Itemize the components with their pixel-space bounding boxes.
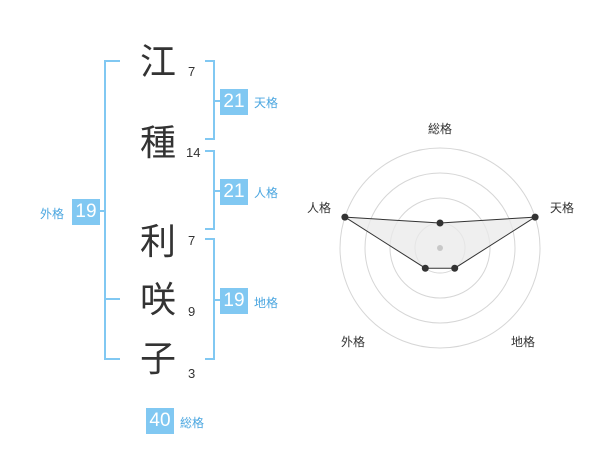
chikaku-score: 19 [220,288,248,314]
radar-point-1 [436,219,444,227]
stroke-count-2: 14 [186,145,201,160]
name-char-5: 子 [140,339,177,380]
radar-label-soukaku: 総格 [428,121,452,136]
stroke-count-1: 7 [188,64,196,79]
jinkaku-bracket-tick [215,190,221,192]
chikaku-label: 地格 [254,296,279,310]
jinkaku-score: 21 [220,179,248,205]
radar-point-2 [531,213,539,221]
gaikaku-score: 19 [72,199,100,225]
tenkaku-bracket-tick [215,100,221,102]
tenkaku-label: 天格 [254,96,279,110]
chikaku-bracket-tick [215,299,221,301]
radar-point-3 [451,264,459,272]
gaikaku-bracket [104,60,120,360]
radar-ring [389,197,491,299]
jinkaku-label: 人格 [254,186,279,200]
tenkaku-bracket [205,60,215,140]
radar-label-gaikaku: 外格 [341,334,365,349]
jinkaku-bracket [205,150,215,230]
tenkaku-score: 21 [220,89,248,115]
stroke-count-5: 3 [188,366,196,381]
name-char-2: 種 [140,123,177,164]
radar-label-chikaku: 地格 [511,334,535,349]
chikaku-bracket [205,238,215,360]
soukaku-label: 総格 [180,416,205,430]
gaikaku-bracket-tick [98,210,104,212]
radar-ring [339,147,541,349]
radar-center-dot [437,245,443,251]
gaikaku-bracket-mid [104,298,120,300]
radar-ring [364,172,516,324]
soukaku-score: 40 [146,408,174,434]
radar-label-tenkaku: 天格 [550,200,574,215]
radar-point-5 [341,213,349,221]
radar-label-jinkaku: 人格 [307,200,331,215]
radar-point-4 [421,264,429,272]
name-char-3: 利 [140,222,177,263]
radar-points [341,213,539,272]
stroke-count-4: 9 [188,304,196,319]
stroke-count-3: 7 [188,233,196,248]
name-char-1: 江 [140,42,177,83]
radar-area [344,216,536,269]
gaikaku-label: 外格 [40,207,65,221]
name-char-4: 咲 [140,280,177,321]
